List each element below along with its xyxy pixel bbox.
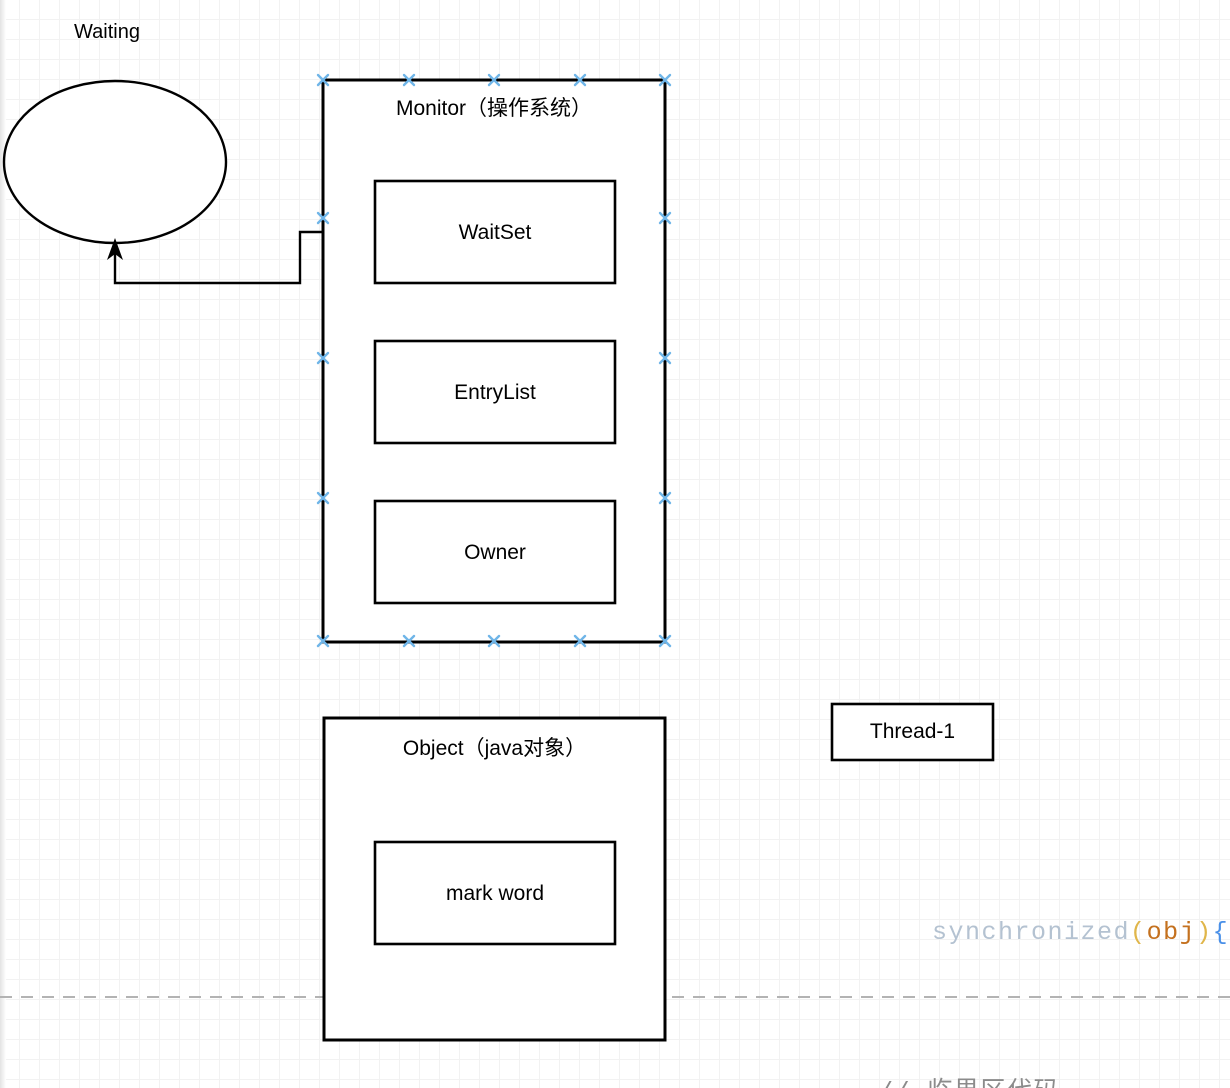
code-line-1: synchronized(obj){ — [833, 873, 1229, 993]
code-token-comment: // 临界区代码 — [878, 1078, 1060, 1088]
selection-handle-middle-right-lower[interactable] — [658, 491, 672, 505]
selection-handle-bottom-right[interactable] — [658, 634, 672, 648]
mark-word-box[interactable] — [373, 840, 617, 946]
selection-handle-bottom-center[interactable] — [487, 634, 501, 648]
selection-handle-top-center[interactable] — [487, 73, 501, 87]
owner-box[interactable] — [373, 499, 617, 605]
waiting-label: Waiting — [74, 21, 140, 43]
code-token-variable: obj — [1146, 918, 1197, 947]
mark-word-label: mark word — [445, 882, 545, 905]
code-snippet: synchronized(obj){ // 临界区代码 } — [833, 793, 1229, 1088]
selection-handle-middle-left-lower[interactable] — [316, 491, 330, 505]
selection-handle-middle-left-upper[interactable] — [316, 211, 330, 225]
waitset-label: WaitSet — [458, 221, 532, 244]
code-token-lbrace: { — [1212, 918, 1230, 947]
entrylist-label: EntryList — [454, 381, 536, 404]
selection-handle-middle-right-upper[interactable] — [658, 211, 672, 225]
thread-label: Thread-1 — [869, 720, 956, 743]
code-token-lparen: ( — [1130, 918, 1147, 947]
connector-arrowhead-icon — [107, 238, 123, 260]
code-token-keyword: synchronized — [932, 918, 1131, 947]
monitor-title-label: Monitor（操作系统） — [395, 97, 593, 120]
selection-handle-bottom-center-left[interactable] — [402, 634, 416, 648]
selection-handle-top-center-left[interactable] — [402, 73, 416, 87]
thread-box[interactable] — [830, 702, 995, 762]
code-token-rparen: ) — [1196, 918, 1213, 947]
waitset-box[interactable] — [373, 179, 617, 285]
code-line-2: // 临界区代码 — [833, 1073, 1229, 1088]
owner-label: Owner — [464, 541, 526, 564]
selection-handle-top-left[interactable] — [316, 73, 330, 87]
object-title-label: Object（java对象） — [402, 737, 587, 760]
entrylist-box[interactable] — [373, 339, 617, 445]
selection-handle-middle-left[interactable] — [316, 351, 330, 365]
selection-handle-top-right[interactable] — [658, 73, 672, 87]
selection-handle-bottom-left[interactable] — [316, 634, 330, 648]
selection-handle-bottom-center-right[interactable] — [573, 634, 587, 648]
selection-handle-middle-right[interactable] — [658, 351, 672, 365]
selection-handle-top-center-right[interactable] — [573, 73, 587, 87]
